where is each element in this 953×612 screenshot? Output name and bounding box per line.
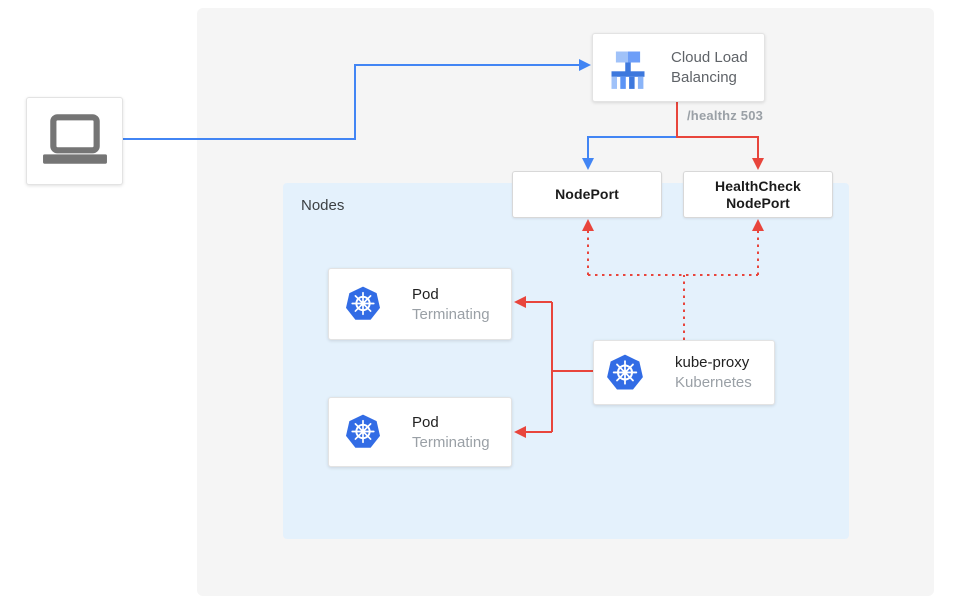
kube-proxy-label: kube-proxy Kubernetes: [675, 354, 752, 391]
kube-proxy-node: kube-proxy Kubernetes: [593, 340, 775, 405]
healthcheck-nodeport-node: HealthCheck NodePort: [683, 171, 833, 218]
healthz-status-label: /healthz 503: [687, 108, 764, 123]
healthcheck-nodeport-label: HealthCheck NodePort: [715, 177, 801, 211]
cloud-load-balancing-label: Cloud Load Balancing: [671, 48, 748, 86]
nodeport-label: NodePort: [555, 186, 619, 202]
pod-terminating-node-bottom: Pod Terminating: [328, 397, 512, 467]
pod-terminating-node-top: Pod Terminating: [328, 268, 512, 340]
kubernetes-icon: [605, 353, 645, 393]
nodeport-node: NodePort: [512, 171, 662, 218]
laptop-icon: [42, 114, 108, 168]
cloud-load-balancing-node: Cloud Load Balancing: [592, 33, 765, 102]
pod-label: Pod Terminating: [412, 413, 490, 451]
pod-label: Pod Terminating: [412, 285, 490, 323]
kubernetes-icon: [344, 285, 382, 323]
nodes-group-label: Nodes: [301, 197, 345, 214]
cloud-load-balancing-icon: [606, 47, 650, 89]
kubernetes-icon: [344, 413, 382, 451]
client-node: [26, 97, 123, 185]
